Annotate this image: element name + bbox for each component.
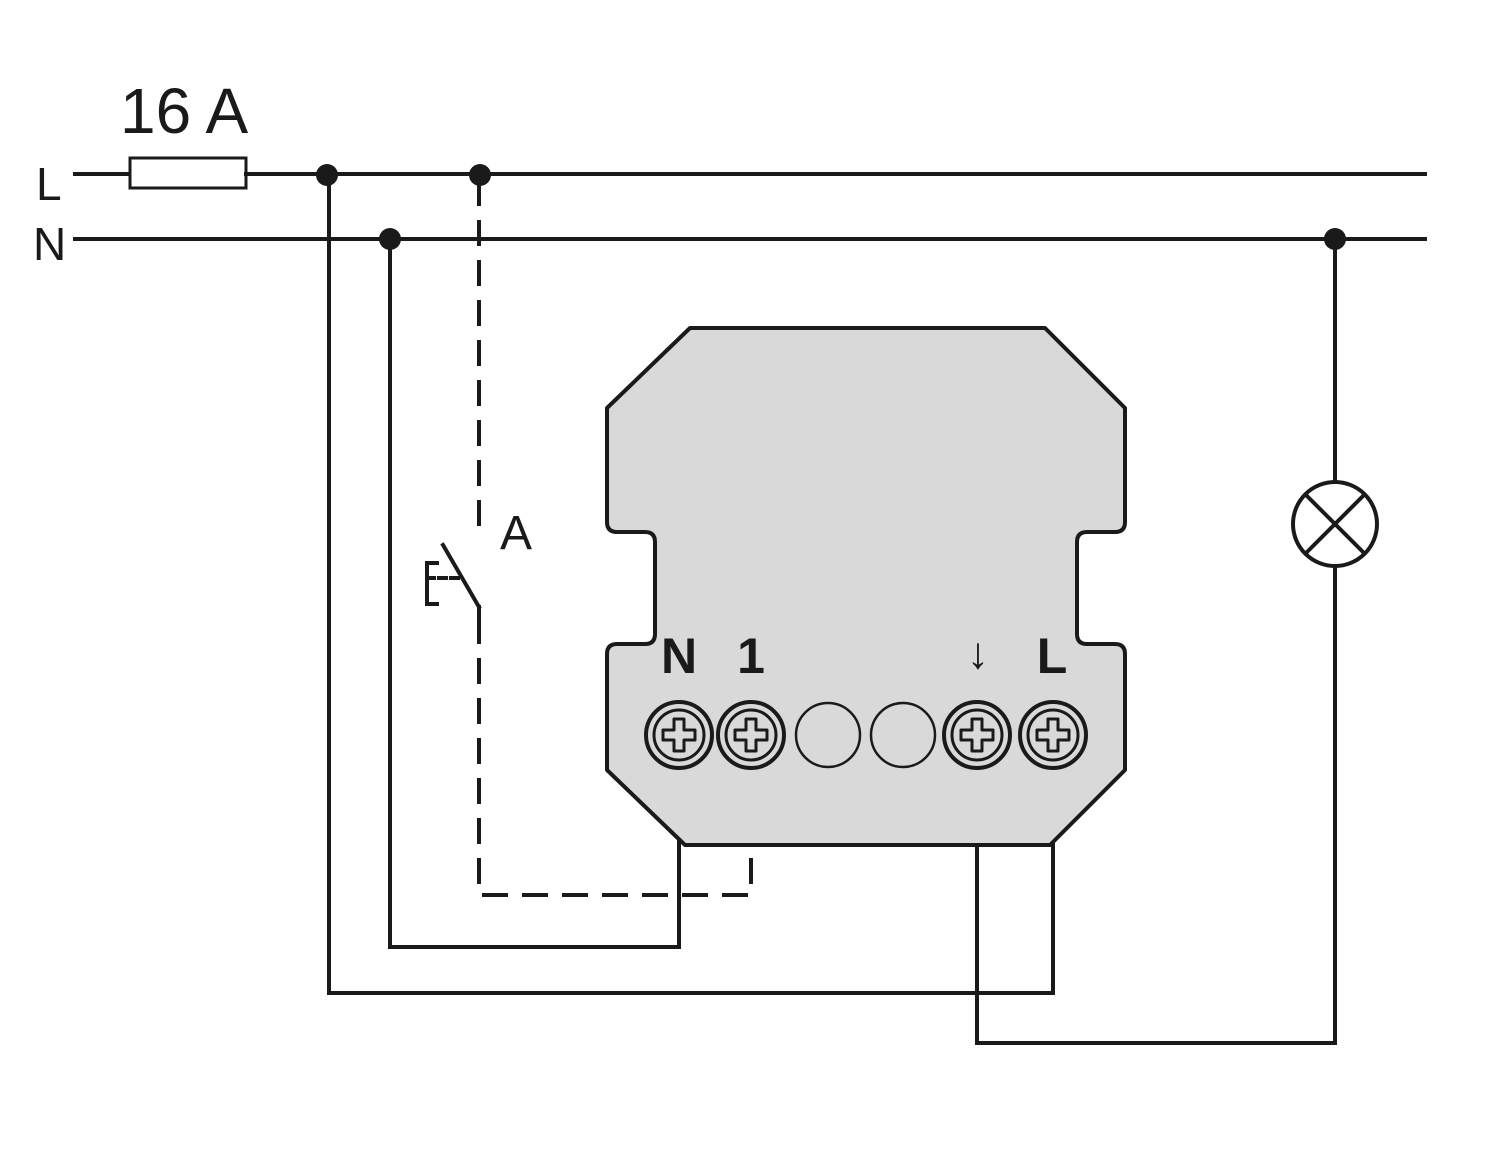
terminal-label-output-arrow: ↓: [967, 629, 989, 678]
pushbutton-label: A: [500, 507, 532, 560]
junction-phase-1: [316, 164, 338, 186]
pushbutton-symbol: [425, 542, 482, 620]
wire-phase-to-module-L: [327, 172, 1055, 995]
junction-neutral-2: [1324, 228, 1346, 250]
terminal-L-screw: [1018, 700, 1088, 770]
junction-neutral-1: [379, 228, 401, 250]
wire-neutral-to-module-N: [388, 237, 681, 949]
lamp-symbol: [1291, 480, 1379, 568]
line-label-neutral: N: [33, 218, 66, 270]
wire-output-to-lamp: [975, 564, 1337, 1045]
terminal-N-screw: [644, 700, 714, 770]
unused-terminal-hole-2: [869, 701, 937, 769]
terminal-label-N: N: [661, 628, 697, 684]
junction-phase-2: [469, 164, 491, 186]
terminal-output-screw: [942, 700, 1012, 770]
terminal-label-L: L: [1037, 628, 1068, 684]
fuse-rating-label: 16 A: [120, 75, 248, 147]
unused-terminal-hole-1: [794, 701, 862, 769]
terminal-1-screw: [716, 700, 786, 770]
terminal-label-1: 1: [737, 628, 765, 684]
fuse-symbol: [128, 156, 248, 190]
line-label-phase: L: [36, 158, 62, 210]
